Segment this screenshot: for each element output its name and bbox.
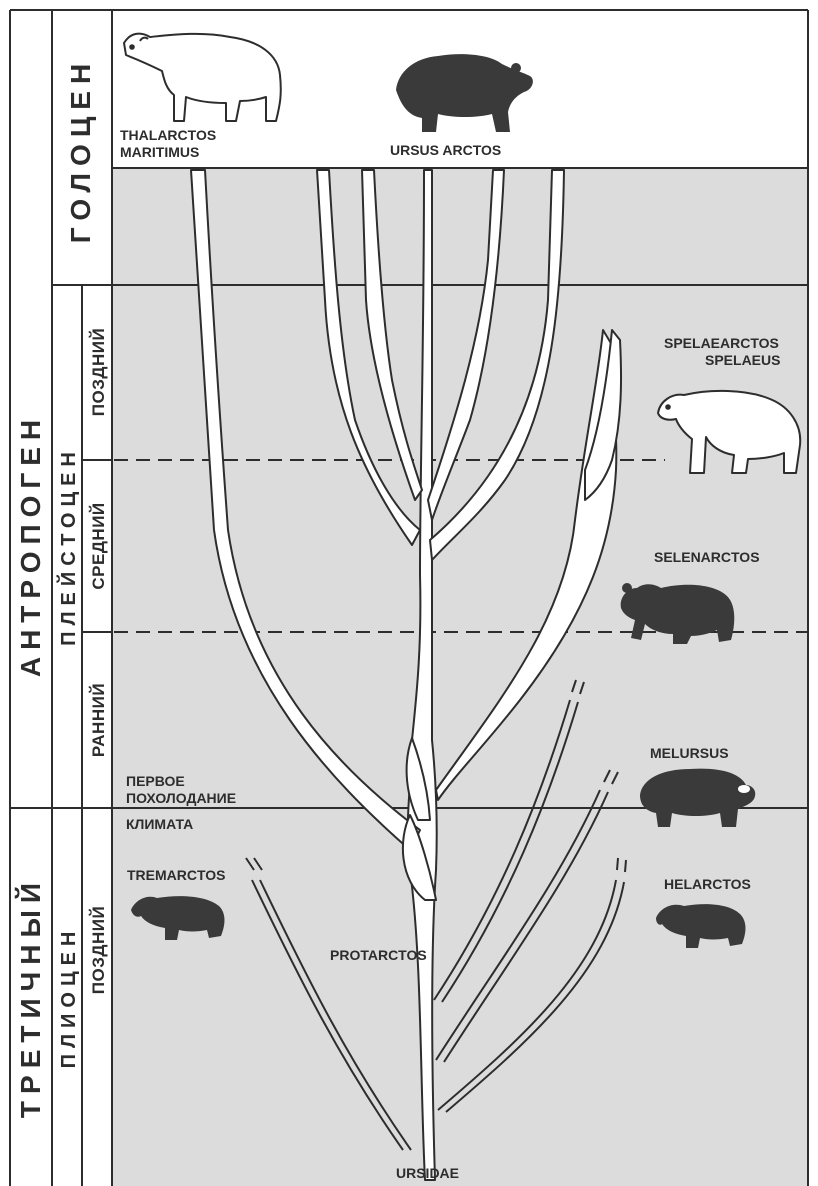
pleistocene-early-label: РАННИЙ — [89, 683, 108, 757]
label-melursus: MELURSUS — [650, 745, 729, 761]
event-line3: КЛИМАТА — [126, 816, 193, 832]
label-selenarctos: SELENARCTOS — [654, 549, 760, 565]
label-ursidae: URSIDAE — [396, 1165, 459, 1181]
pliocene-late-label: ПОЗДНИЙ — [89, 906, 108, 994]
holocene-label: ГОЛОЦЕН — [65, 57, 96, 243]
pleistocene-late-label: ПОЗДНИЙ — [89, 328, 108, 416]
chart-area-background — [112, 168, 808, 1186]
label-thalarctos-line2: MARITIMUS — [120, 144, 199, 160]
pliocene-label: ПЛИОЦЕН — [58, 926, 80, 1069]
event-line1: ПЕРВОЕ — [126, 773, 185, 789]
label-helarctos: HELARCTOS — [664, 876, 751, 892]
label-spelaearctos-line1: SPELAEARCTOS — [664, 335, 779, 351]
label-spelaearctos-line2: SPELAEUS — [705, 352, 780, 368]
label-tremarctos: TREMARCTOS — [127, 867, 226, 883]
tertiary-label: ТРЕТИЧНЫЙ — [14, 876, 46, 1118]
event-line2: ПОХОЛОДАНИЕ — [126, 790, 236, 806]
label-ursus-arctos: URSUS ARCTOS — [390, 142, 501, 158]
pleistocene-label: ПЛЕЙСТОЦЕН — [56, 446, 80, 646]
label-thalarctos-line1: THALARCTOS — [120, 127, 216, 143]
label-protarctos: PROTARCTOS — [330, 947, 427, 963]
anthropogen-label: АНТРОПОГЕН — [15, 413, 46, 677]
pleistocene-middle-label: СРЕДНИЙ — [89, 502, 108, 589]
